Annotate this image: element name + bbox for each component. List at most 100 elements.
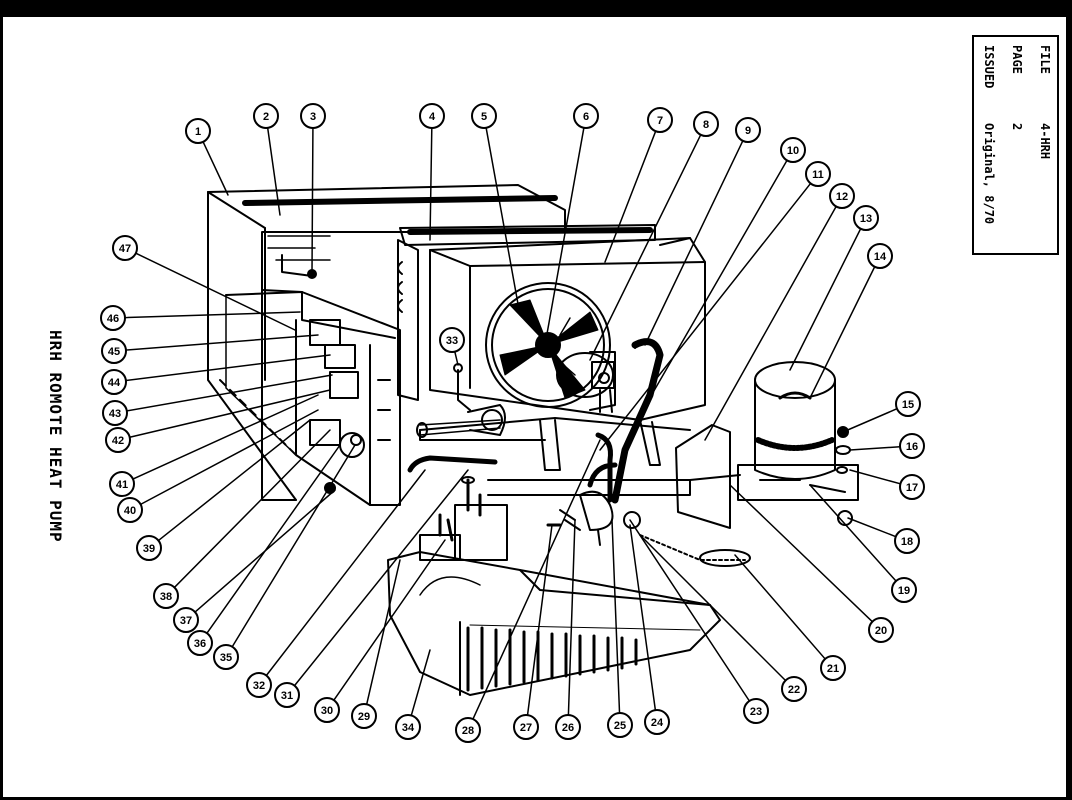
- leader-line-26: [567, 519, 576, 716]
- callout-number: 29: [358, 711, 370, 723]
- callout-number: 10: [787, 145, 799, 157]
- leader-line-12: [704, 205, 837, 441]
- leader-line-38: [173, 429, 331, 589]
- fan-motor: [556, 351, 616, 413]
- leader-line-7: [604, 130, 657, 263]
- callout-1: 1: [185, 118, 211, 144]
- callout-number: 8: [703, 119, 709, 131]
- leader-line-9: [644, 140, 744, 346]
- leader-line-45: [125, 334, 319, 351]
- callout-circle: [274, 682, 300, 708]
- callout-3: 3: [300, 103, 326, 129]
- file-value: 4-HRH: [1038, 123, 1052, 160]
- valve-assembly: [419, 476, 751, 567]
- callout-circle: [693, 111, 719, 137]
- leader-line-24: [629, 524, 657, 711]
- callout-number: 23: [750, 706, 762, 718]
- callout-circle: [644, 709, 670, 735]
- callout-29: 29: [351, 703, 377, 729]
- callout-31: 31: [274, 682, 300, 708]
- callout-circle: [829, 183, 855, 209]
- leader-line-1: [202, 141, 229, 196]
- callout-number: 25: [614, 720, 626, 732]
- callout-32: 32: [246, 672, 272, 698]
- control-box: [219, 289, 401, 506]
- callout-2: 2: [253, 103, 279, 129]
- callout-21: 21: [820, 655, 846, 681]
- callout-number: 3: [310, 111, 316, 123]
- callout-circle: [894, 528, 920, 554]
- base-rails: [419, 417, 741, 496]
- callout-number: 33: [446, 335, 458, 347]
- callout-number: 24: [651, 717, 664, 729]
- callout-22: 22: [781, 676, 807, 702]
- leader-line-37: [194, 489, 336, 613]
- callout-15: 15: [895, 391, 921, 417]
- callout-33: 33: [439, 327, 465, 353]
- callout-40: 40: [117, 497, 143, 523]
- callout-number: 18: [901, 536, 913, 548]
- callout-circle: [513, 714, 539, 740]
- callout-number: 13: [860, 213, 872, 225]
- callout-circle: [555, 714, 581, 740]
- leader-line-41: [132, 394, 319, 480]
- callout-circle: [185, 118, 211, 144]
- fan-shroud: [429, 237, 706, 421]
- callout-number: 5: [481, 111, 487, 123]
- callout-circle: [780, 137, 806, 163]
- callout-circle: [781, 676, 807, 702]
- callout-number: 9: [745, 125, 751, 137]
- callout-circle: [253, 103, 279, 129]
- compressor: [737, 361, 859, 501]
- leader-line-3: [311, 127, 314, 273]
- right-border: [1066, 0, 1072, 800]
- callout-number: 40: [124, 505, 136, 517]
- leader-line-5: [485, 127, 521, 316]
- callout-circle: [246, 672, 272, 698]
- callout-number: 14: [874, 251, 887, 263]
- panel-20: [675, 424, 731, 529]
- unit-drawing: [124, 127, 902, 720]
- callout-28: 28: [455, 717, 481, 743]
- leader-line-35: [231, 444, 356, 648]
- callout-number: 41: [116, 479, 128, 491]
- callout-number: 32: [253, 680, 265, 692]
- callout-12: 12: [829, 183, 855, 209]
- callout-36: 36: [187, 630, 213, 656]
- callout-7: 7: [647, 107, 673, 133]
- top-border: [0, 0, 1072, 17]
- page-value: 2: [1010, 123, 1024, 131]
- issued-value: Original, 8/70: [982, 123, 996, 225]
- leader-line-34: [410, 649, 431, 717]
- callout-number: 39: [143, 543, 155, 555]
- callout-circle: [868, 617, 894, 643]
- callout-41: 41: [109, 471, 135, 497]
- callout-number: 36: [194, 638, 206, 650]
- callout-24: 24: [644, 709, 670, 735]
- callout-42: 42: [105, 427, 131, 453]
- callout-circle: [300, 103, 326, 129]
- leader-line-22: [639, 534, 787, 682]
- callout-27: 27: [513, 714, 539, 740]
- callout-number: 21: [827, 663, 839, 675]
- callout-circle: [351, 703, 377, 729]
- callout-11: 11: [805, 161, 831, 187]
- left-border: [0, 0, 3, 800]
- callout-number: 19: [898, 585, 910, 597]
- callout-number: 26: [562, 722, 574, 734]
- leader-line-47: [135, 252, 296, 331]
- leader-line-43: [126, 374, 333, 412]
- callout-circle: [213, 644, 239, 670]
- callout-number: 34: [402, 722, 415, 734]
- callout-19: 19: [891, 577, 917, 603]
- bottom-border: [0, 797, 1072, 800]
- callout-13: 13: [853, 205, 879, 231]
- callout-number: 2: [263, 111, 269, 123]
- callout-number: 4: [429, 111, 436, 123]
- leader-line-15: [842, 407, 898, 433]
- leader-line-31: [293, 469, 469, 687]
- callout-circle: [607, 712, 633, 738]
- leader-line-11: [599, 182, 812, 451]
